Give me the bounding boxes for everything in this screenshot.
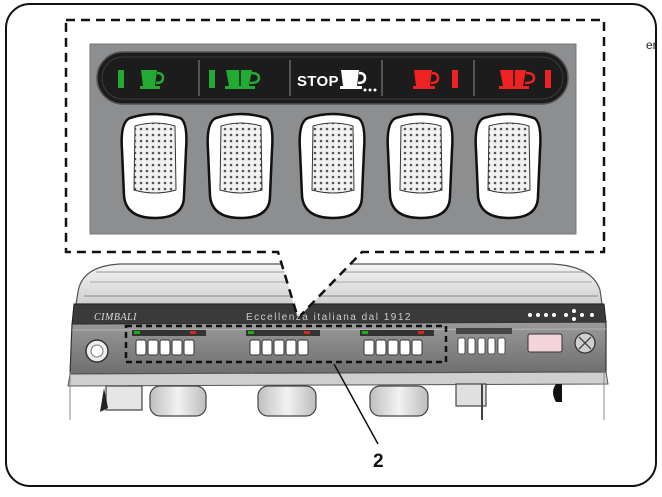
group-keypad-2 <box>246 330 320 356</box>
small-cup-icon <box>118 70 165 89</box>
zoom-button-2 <box>206 112 274 220</box>
large-cup-icon <box>209 70 261 89</box>
two-cups-icon <box>499 70 551 89</box>
zoom-button-1 <box>120 112 188 220</box>
callout-leader <box>333 363 379 445</box>
small-cup-red-icon <box>413 70 458 89</box>
stop-label: STOP <box>297 73 339 90</box>
edge-text: er <box>646 38 657 52</box>
indicator-strip <box>96 51 569 105</box>
zoom-button-4 <box>386 112 454 220</box>
keypad-highlight <box>124 324 448 364</box>
espresso-machine <box>67 263 609 420</box>
zoom-callout-outline <box>64 18 606 321</box>
machine-slogan: Eccellenza italiana dal 1912 <box>246 312 412 323</box>
group-keypad-1 <box>132 330 206 356</box>
zoom-button-5 <box>474 112 542 220</box>
brand-logo-text: CIMBALI <box>94 312 137 323</box>
continuous-dispense-icon <box>340 70 377 92</box>
zoom-button-3 <box>298 112 366 220</box>
group-keypad-3 <box>360 330 434 356</box>
callout-number: 2 <box>373 451 384 472</box>
zoom-buttons <box>120 112 542 220</box>
